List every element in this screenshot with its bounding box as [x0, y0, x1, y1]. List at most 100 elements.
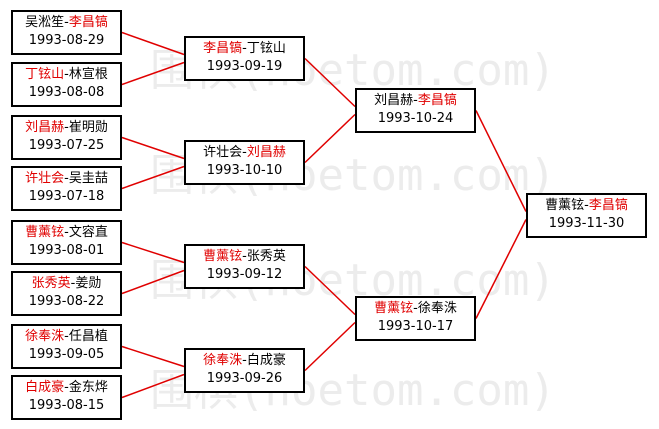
match-date: 1993-09-19	[206, 59, 283, 74]
match-players: 曹薰铉-李昌镐	[545, 198, 628, 213]
separator: -	[413, 93, 418, 108]
match-players: 刘昌赫-崔明勋	[25, 120, 108, 135]
match-box-round2-1: 李昌镐-丁铉山 1993-09-19	[184, 36, 305, 81]
connector-line	[121, 31, 185, 56]
separator: -	[64, 329, 69, 344]
player-name: 李昌镐	[68, 15, 108, 30]
match-date: 1993-10-24	[377, 111, 454, 126]
match-date: 1993-08-15	[28, 398, 105, 413]
player-name: 李昌镐	[417, 93, 457, 108]
connector-line	[121, 241, 185, 264]
player-name: 任昌植	[68, 329, 108, 344]
separator: -	[64, 120, 69, 135]
match-players: 曹薰铉-徐奉洙	[374, 301, 457, 316]
match-date: 1993-08-08	[28, 85, 105, 100]
match-date: 1993-09-05	[28, 347, 105, 362]
match-box-round1-6: 张秀英-姜勋 1993-08-22	[11, 271, 122, 316]
match-box-round1-2: 丁铉山-林宣根 1993-08-08	[11, 62, 122, 107]
match-players: 张秀英-姜勋	[32, 276, 102, 291]
match-box-round2-3: 曹薰铉-张秀英 1993-09-12	[184, 244, 305, 289]
separator: -	[242, 353, 247, 368]
connector-line	[304, 113, 356, 164]
connector-line	[304, 321, 356, 372]
separator: -	[64, 380, 69, 395]
separator: -	[413, 301, 418, 316]
match-date: 1993-08-29	[28, 33, 105, 48]
player-name: 白成豪	[25, 380, 65, 395]
player-name: 曹薰铉	[374, 301, 414, 316]
match-box-round1-4: 许壮会-吴圭喆 1993-07-18	[11, 166, 122, 211]
match-box-round1-8: 白成豪-金东烨 1993-08-15	[11, 375, 122, 420]
match-date: 1993-10-17	[377, 319, 454, 334]
player-name: 刘昌赫	[25, 120, 65, 135]
player-name: 徐奉洙	[25, 329, 65, 344]
match-box-final-1: 曹薰铉-李昌镐 1993-11-30	[526, 193, 647, 238]
connector-line	[121, 136, 185, 160]
separator: -	[584, 198, 589, 213]
player-name: 崔明勋	[68, 120, 108, 135]
player-name: 刘昌赫	[374, 93, 414, 108]
match-box-round2-4: 徐奉洙-白成豪 1993-09-26	[184, 348, 305, 393]
player-name: 丁铉山	[246, 41, 286, 56]
player-name: 白成豪	[246, 353, 286, 368]
separator: -	[64, 225, 69, 240]
player-name: 曹薰铉	[545, 198, 585, 213]
player-name: 金东烨	[68, 380, 108, 395]
player-name: 曹薰铉	[25, 225, 65, 240]
match-players: 丁铉山-林宣根	[25, 67, 108, 82]
match-box-round3-2: 曹薰铉-徐奉洙 1993-10-17	[355, 296, 476, 341]
player-name: 张秀英	[31, 276, 71, 291]
player-name: 许壮会	[203, 145, 243, 160]
match-players: 吴淞笙-李昌镐	[25, 15, 108, 30]
player-name: 姜勋	[75, 276, 102, 291]
separator: -	[70, 276, 76, 291]
player-name: 文容直	[68, 225, 108, 240]
match-players: 徐奉洙-任昌植	[25, 329, 108, 344]
connector-line	[475, 219, 527, 319]
player-name: 李昌镐	[588, 198, 628, 213]
player-name: 吴淞笙	[25, 15, 65, 30]
match-box-round1-7: 徐奉洙-任昌植 1993-09-05	[11, 324, 122, 369]
match-players: 曹薰铉-文容直	[25, 225, 108, 240]
connector-line	[475, 110, 527, 212]
match-players: 徐奉洙-白成豪	[203, 353, 286, 368]
connector-line	[304, 265, 356, 316]
match-date: 1993-10-10	[206, 163, 283, 178]
match-date: 1993-11-30	[548, 216, 625, 231]
match-box-round1-3: 刘昌赫-崔明勋 1993-07-25	[11, 115, 122, 160]
player-name: 徐奉洙	[417, 301, 457, 316]
match-players: 许壮会-吴圭喆	[25, 171, 108, 186]
player-name: 张秀英	[246, 249, 286, 264]
player-name: 丁铉山	[25, 67, 65, 82]
connector-line	[121, 269, 185, 295]
separator: -	[242, 145, 247, 160]
match-date: 1993-07-18	[28, 189, 105, 204]
match-date: 1993-09-26	[206, 371, 283, 386]
match-box-round1-1: 吴淞笙-李昌镐 1993-08-29	[11, 10, 122, 55]
player-name: 刘昌赫	[246, 145, 286, 160]
match-players: 曹薰铉-张秀英	[203, 249, 286, 264]
player-name: 吴圭喆	[68, 171, 108, 186]
player-name: 许壮会	[25, 171, 65, 186]
player-name: 林宣根	[68, 67, 108, 82]
player-name: 李昌镐	[203, 41, 243, 56]
separator: -	[242, 249, 247, 264]
connector-line	[121, 61, 185, 86]
connector-line	[304, 57, 356, 108]
match-players: 白成豪-金东烨	[25, 380, 108, 395]
match-date: 1993-08-22	[28, 294, 105, 309]
match-date: 1993-09-12	[206, 267, 283, 282]
match-box-round2-2: 许壮会-刘昌赫 1993-10-10	[184, 140, 305, 185]
match-box-round1-5: 曹薰铉-文容直 1993-08-01	[11, 220, 122, 265]
connector-line	[121, 165, 185, 190]
separator: -	[64, 67, 69, 82]
match-players: 李昌镐-丁铉山	[203, 41, 286, 56]
match-box-round3-1: 刘昌赫-李昌镐 1993-10-24	[355, 88, 476, 133]
match-date: 1993-08-01	[28, 243, 105, 258]
connector-line	[121, 345, 185, 368]
match-players: 刘昌赫-李昌镐	[374, 93, 457, 108]
match-players: 许壮会-刘昌赫	[203, 145, 286, 160]
match-date: 1993-07-25	[28, 138, 105, 153]
